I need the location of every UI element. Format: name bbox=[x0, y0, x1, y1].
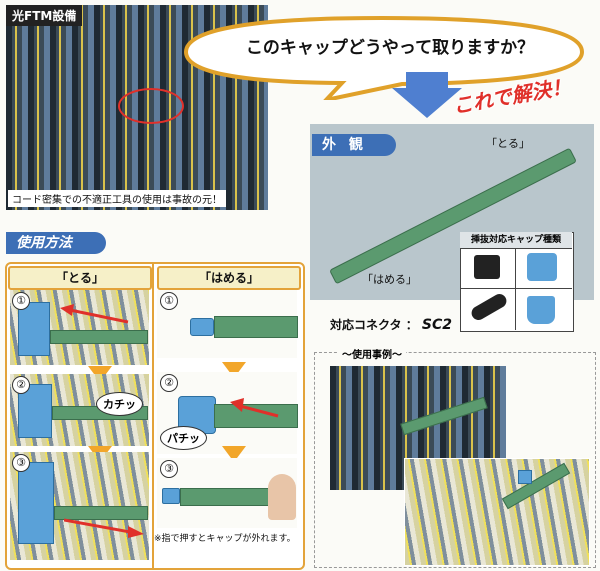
down-arrow bbox=[392, 72, 462, 118]
photo-label: 光FTM設備 bbox=[6, 5, 83, 26]
red-highlight-ellipse bbox=[118, 88, 184, 124]
example-photo-2-cap bbox=[518, 470, 532, 484]
insert-step2-arrow bbox=[230, 398, 279, 418]
take-step1-tool bbox=[50, 330, 148, 344]
insert-step2-tool bbox=[214, 404, 298, 428]
cap-type-grid-v bbox=[515, 248, 516, 330]
label-take: 「とる」 bbox=[486, 137, 530, 150]
cap-blue-square bbox=[527, 253, 557, 281]
connector-label: 対応コネクタ ： SC2 bbox=[330, 317, 452, 333]
insert-step3-cap bbox=[162, 488, 180, 504]
take-step3-arrow bbox=[64, 518, 144, 538]
insert-step3-tool bbox=[180, 488, 272, 506]
cap-black-square bbox=[474, 255, 500, 279]
insert-step1-cap bbox=[190, 318, 214, 336]
example-title: ～使用事例～ bbox=[338, 346, 406, 361]
take-step3-connector bbox=[18, 462, 54, 544]
example-frame bbox=[314, 352, 596, 568]
take-step3-number: ③ bbox=[12, 454, 30, 472]
insert-step1-number: ① bbox=[160, 292, 178, 310]
column-header-take: 「とる」 bbox=[8, 266, 152, 290]
insert-step3-finger bbox=[268, 474, 296, 520]
insert-step1-tool bbox=[214, 316, 298, 338]
take-step3-tool bbox=[54, 506, 148, 520]
connector-value: SC2 bbox=[421, 317, 452, 333]
speech-bubble bbox=[183, 15, 585, 100]
speech-text: このキャップどうやって取りますか？ bbox=[245, 38, 535, 58]
label-insert: 「はめる」 bbox=[362, 273, 417, 286]
appearance-title: 外 観 bbox=[312, 134, 396, 156]
cap-blue-tab bbox=[527, 296, 555, 324]
take-step1-connector bbox=[18, 302, 50, 356]
cap-types-title: 挿抜対応キャップ種類 bbox=[460, 232, 572, 249]
usage-note: ※指で押すとキャップが外れます。 bbox=[154, 534, 296, 544]
photo-caption: コード密集での不適正工具の使用は事故の元！ bbox=[8, 190, 226, 207]
sfx-kachi: カチッ bbox=[96, 392, 143, 416]
take-step2-number: ② bbox=[12, 376, 30, 394]
usage-title: 使用方法 bbox=[6, 232, 106, 254]
insert-step3-number: ③ bbox=[160, 460, 178, 478]
column-header-insert: 「はめる」 bbox=[157, 266, 301, 290]
cap-type-grid-h bbox=[460, 288, 572, 289]
connector-label-text: 対応コネクタ bbox=[330, 318, 402, 332]
take-step1-number: ① bbox=[12, 292, 30, 310]
take-step1-arrow bbox=[60, 304, 129, 324]
sfx-pachi: パチッ bbox=[160, 426, 207, 450]
insert-step2-number: ② bbox=[160, 374, 178, 392]
usage-divider bbox=[152, 262, 154, 568]
